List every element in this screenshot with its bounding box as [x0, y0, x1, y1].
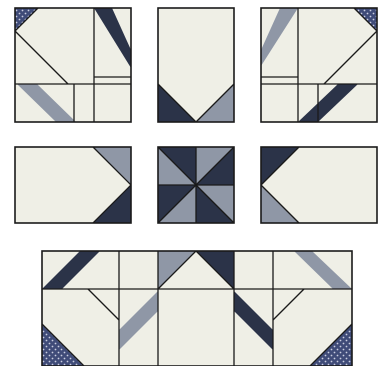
- flying-geese-right: [261, 147, 377, 223]
- assembled-row: [42, 251, 352, 366]
- seam-lines: [158, 147, 234, 223]
- background-strip: [42, 251, 352, 366]
- corner-unit-top-left: [15, 8, 131, 122]
- corner-unit-top-right: [261, 8, 377, 122]
- point-unit-top-center: [158, 8, 234, 122]
- pinwheel-center: [158, 147, 234, 223]
- flying-geese-left: [15, 147, 131, 223]
